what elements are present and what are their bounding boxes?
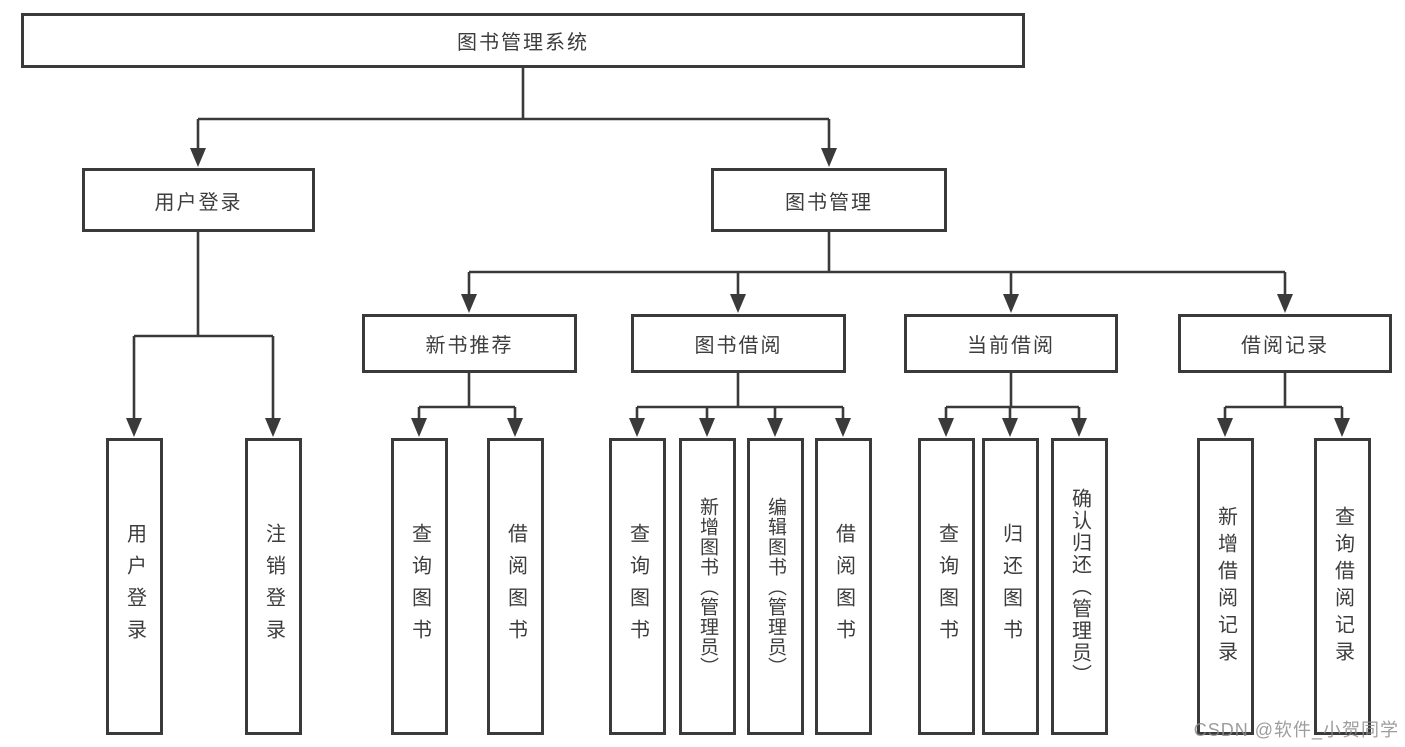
node-root-system: 图书管理系统 bbox=[21, 13, 1025, 68]
leaf-return-book: 归还图书 bbox=[982, 438, 1039, 735]
node-book-borrow: 图书借阅 bbox=[631, 314, 846, 373]
leaf-user-login: 用户登录 bbox=[106, 438, 163, 735]
node-current-borrow: 当前借阅 bbox=[904, 314, 1118, 373]
arrowheads bbox=[126, 148, 1350, 437]
node-borrow-records: 借阅记录 bbox=[1178, 314, 1392, 373]
node-user-login: 用户登录 bbox=[82, 168, 315, 232]
leaf-add-book-admin: 新增图书（管理员） bbox=[679, 438, 736, 735]
leaf-add-borrow-record: 新增借阅记录 bbox=[1197, 438, 1254, 735]
leaf-borrow-book-1: 借阅图书 bbox=[487, 438, 544, 735]
leaf-query-book-3: 查询图书 bbox=[918, 438, 975, 735]
leaf-logout: 注销登录 bbox=[245, 438, 302, 735]
leaf-confirm-return-admin: 确认归还（管理员） bbox=[1051, 438, 1108, 735]
leaf-query-book-1: 查询图书 bbox=[391, 438, 448, 735]
leaf-borrow-book-2: 借阅图书 bbox=[815, 438, 872, 735]
csdn-watermark: CSDN @软件_小贺同学 bbox=[1193, 720, 1399, 740]
node-book-management: 图书管理 bbox=[711, 168, 947, 232]
leaf-query-borrow-record: 查询借阅记录 bbox=[1314, 438, 1371, 735]
node-new-book-recommend: 新书推荐 bbox=[362, 314, 577, 373]
branch-lines bbox=[132, 68, 1344, 420]
leaf-edit-book-admin: 编辑图书（管理员） bbox=[747, 438, 804, 735]
leaf-query-book-2: 查询图书 bbox=[609, 438, 666, 735]
